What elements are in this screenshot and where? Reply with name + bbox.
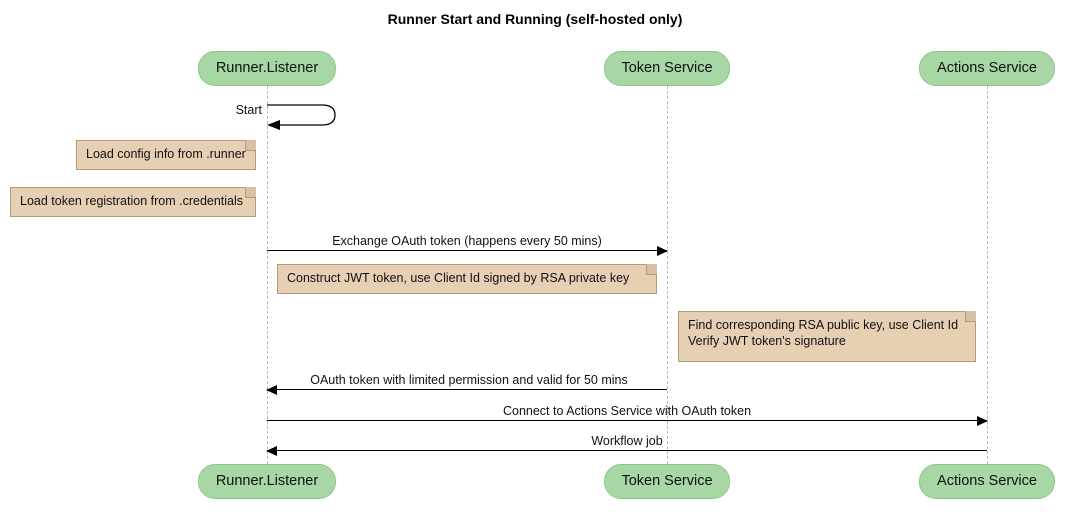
participant-label: Token Service (621, 60, 713, 77)
participant-label: Actions Service (937, 60, 1037, 77)
participant-label: Token Service (621, 473, 713, 490)
arrowhead-left-icon (266, 446, 277, 456)
message-connect-to-actions-service[interactable] (267, 416, 988, 426)
page-title: Runner Start and Running (self-hosted on… (387, 11, 683, 27)
participant-runner-listener-bottom[interactable]: Runner.Listener (198, 464, 336, 499)
participant-label: Runner.Listener (215, 473, 319, 490)
note-load-config: Load config info from .runner (76, 140, 256, 170)
message-workflow-job[interactable] (266, 446, 987, 456)
participant-token-service-top[interactable]: Token Service (604, 51, 730, 86)
arrowhead-right-icon (977, 416, 988, 426)
note-fold-icon (245, 140, 256, 151)
note-text: Load token registration from .credential… (20, 194, 244, 208)
self-message-start-label: Start (235, 103, 262, 117)
arrowhead-left-icon (266, 385, 277, 395)
participant-label: Actions Service (937, 473, 1037, 490)
note-text: Find corresponding RSA public key, use C… (688, 318, 959, 348)
message-oauth-token-response-label: OAuth token with limited permission and … (310, 373, 628, 387)
note-fold-icon (646, 264, 657, 275)
participant-actions-service-bottom[interactable]: Actions Service (919, 464, 1055, 499)
note-text: Construct JWT token, use Client Id signe… (287, 271, 630, 285)
lifeline-runner-listener (267, 86, 268, 464)
self-message-start[interactable] (267, 99, 347, 135)
note-text: Load config info from .runner (86, 147, 246, 161)
participant-runner-listener-top[interactable]: Runner.Listener (198, 51, 336, 86)
arrowhead-right-icon (657, 246, 668, 256)
message-workflow-job-label: Workflow job (591, 434, 663, 448)
note-fold-icon (965, 311, 976, 322)
message-exchange-oauth-token[interactable] (267, 246, 668, 256)
note-load-token-registration: Load token registration from .credential… (10, 187, 256, 217)
message-connect-to-actions-service-label: Connect to Actions Service with OAuth to… (502, 404, 752, 418)
lifeline-actions-service (987, 86, 988, 464)
note-fold-icon (245, 187, 256, 198)
note-construct-jwt-token: Construct JWT token, use Client Id signe… (277, 264, 657, 294)
message-oauth-token-response[interactable] (266, 385, 667, 395)
note-verify-jwt-signature: Find corresponding RSA public key, use C… (678, 311, 976, 362)
participant-label: Runner.Listener (215, 60, 319, 77)
message-exchange-oauth-token-label: Exchange OAuth token (happens every 50 m… (332, 234, 602, 248)
lifeline-token-service (667, 86, 668, 464)
participant-token-service-bottom[interactable]: Token Service (604, 464, 730, 499)
participant-actions-service-top[interactable]: Actions Service (919, 51, 1055, 86)
